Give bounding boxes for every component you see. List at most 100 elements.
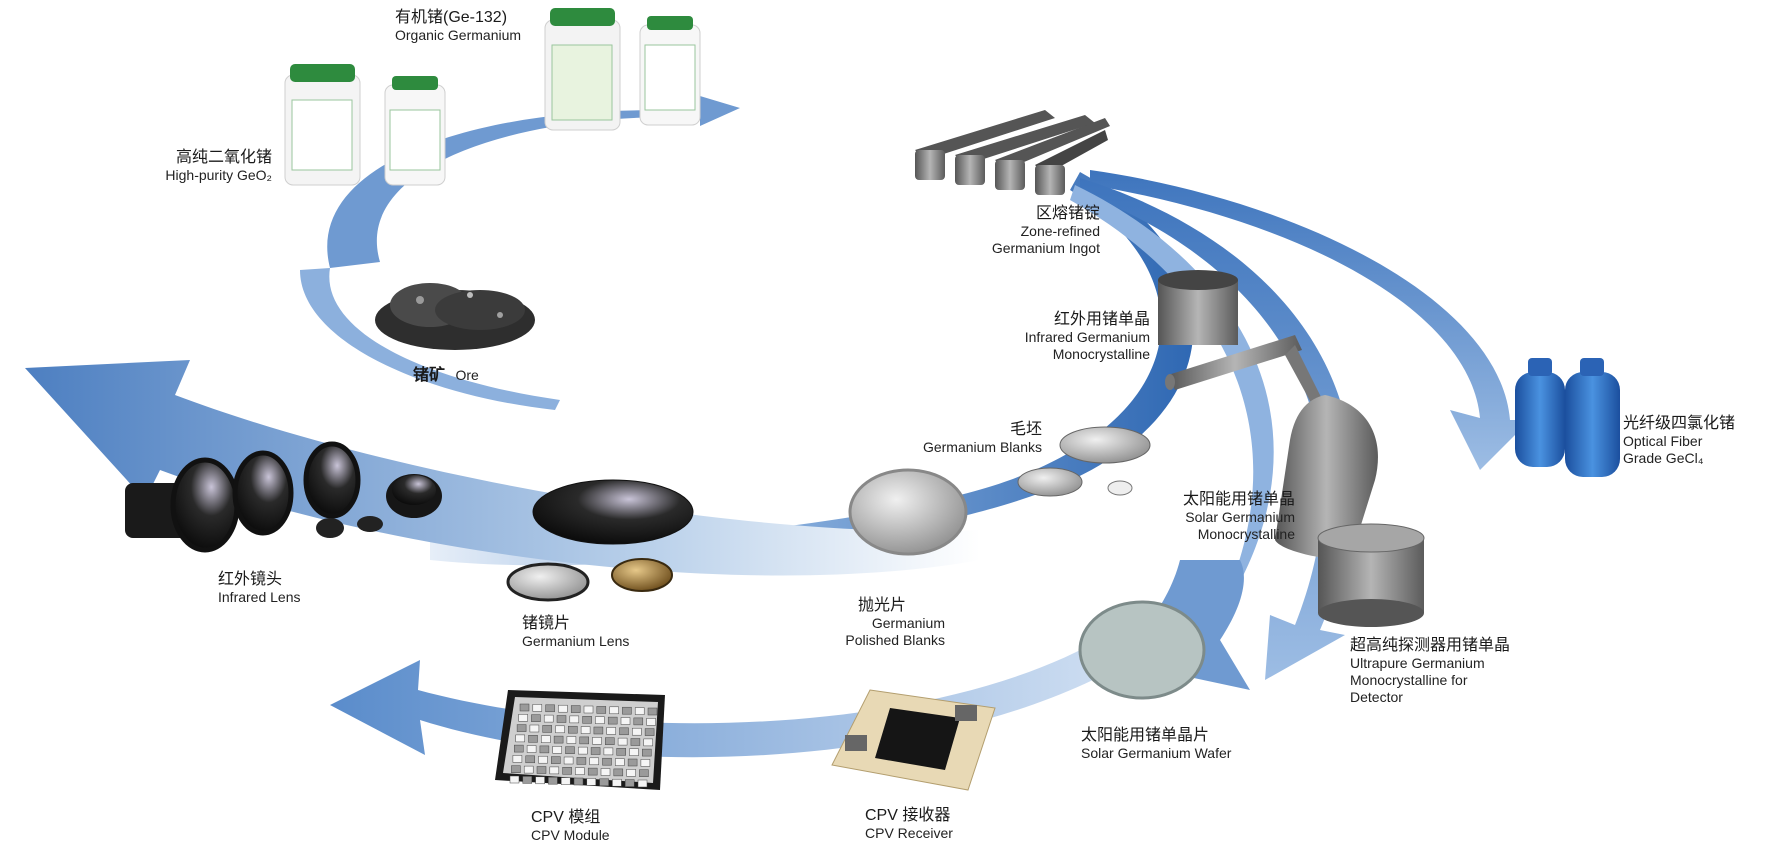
cpv-cell — [586, 778, 597, 786]
gecl4-cylinders — [1515, 358, 1620, 477]
cpv-cell — [553, 735, 564, 744]
fan-arrow-gecl4 — [1090, 170, 1530, 470]
geo2-en: High-purity GeO₂ — [165, 167, 272, 184]
solar-mono-en1: Solar Germanium — [1185, 509, 1295, 526]
wafer-en: Solar Germanium Wafer — [1081, 745, 1232, 762]
cpv-receiver-label: CPV 接收器 CPV Receiver — [865, 806, 953, 842]
ge-lens-en: Germanium Lens — [522, 633, 630, 650]
cpv-cell — [617, 737, 628, 746]
cpv-cell — [580, 726, 591, 734]
cpv-cell — [592, 737, 602, 745]
ge-lens-label: 锗镜片 Germanium Lens — [522, 614, 629, 650]
cpv-cell — [568, 725, 578, 734]
cpv-cell — [639, 769, 649, 777]
blanks-en: Germanium Blanks — [922, 439, 1042, 456]
cpv-module-cells — [509, 703, 658, 788]
cpv-cell — [563, 756, 574, 765]
cpv-cell — [555, 725, 565, 734]
organic-ge-label: 有机锗(Ge-132) Organic Germanium — [395, 8, 521, 44]
blanks-zh: 毛坯 — [1009, 421, 1042, 438]
ge-lens-zh: 锗镜片 — [522, 615, 571, 632]
cpv-cell — [634, 707, 645, 715]
cpv-cell — [642, 748, 652, 757]
polished-en1: Germanium — [871, 615, 945, 632]
cpv-cell — [619, 727, 629, 736]
detector-en3: Detector — [1350, 688, 1403, 705]
polished-label: 抛光片 Germanium Polished Blanks — [800, 596, 945, 649]
cpv-cell — [582, 716, 592, 724]
gecl4-label: 光纤级四氯化锗 Optical Fiber Grade GeCl₄ — [1623, 414, 1735, 467]
arrow-to-infrared-lens — [25, 360, 980, 576]
cpv-cell — [536, 766, 547, 774]
loop-arrow-back — [300, 268, 560, 410]
cpv-cell — [622, 706, 632, 715]
cpv-cell — [637, 779, 648, 788]
cpv-cell — [613, 768, 624, 777]
cpv-cell — [542, 725, 552, 733]
ir-mono-label: 红外用锗单晶 Infrared Germanium Monocrystallin… — [990, 310, 1150, 363]
cpv-cell — [596, 706, 607, 714]
organic-ge-en: Organic Germanium — [395, 27, 522, 44]
ir-mono-en2: Monocrystalline — [1052, 345, 1150, 362]
organic-ge-bottles — [544, 8, 701, 131]
polished-blank-disc — [848, 468, 968, 556]
cpv-cell — [578, 746, 588, 755]
ore-label: 锗矿 Ore — [413, 366, 479, 385]
cpv-cell — [590, 747, 601, 755]
cpv-cell — [560, 777, 571, 785]
cpv-cell — [538, 755, 548, 764]
cpv-cell — [595, 716, 605, 724]
cpv-cell — [632, 727, 642, 736]
ingot-bars — [915, 110, 1110, 195]
cpv-module-zh: CPV 模组 — [531, 809, 601, 826]
cpv-cell — [529, 724, 540, 733]
gecl4-zh: 光纤级四氯化锗 — [1623, 415, 1736, 432]
detector-crystal — [1317, 523, 1425, 627]
cpv-cell — [616, 748, 626, 756]
solar-mono-zh: 太阳能用锗单晶 — [1182, 491, 1295, 508]
cpv-cell — [593, 726, 604, 735]
ingot-en2: Germanium Ingot — [991, 239, 1100, 256]
cpv-cell — [541, 735, 551, 743]
cpv-cell — [518, 714, 528, 722]
cpv-cell — [612, 778, 622, 787]
cpv-cell — [576, 757, 587, 765]
cpv-cell — [599, 778, 609, 787]
cpv-cell — [626, 769, 636, 777]
cpv-cell — [545, 704, 555, 713]
cpv-cell — [573, 777, 584, 786]
cpv-cell — [630, 738, 641, 746]
cpv-cell — [512, 755, 523, 763]
cpv-cell — [606, 727, 616, 735]
detector-en2: Monocrystalline for — [1350, 671, 1468, 688]
detector-en1: Ultrapure Germanium — [1350, 655, 1485, 672]
ingot-zh: 区熔锗锭 — [1035, 205, 1100, 222]
infrared-camera-lenses — [125, 441, 442, 553]
cpv-module-label: CPV 模组 CPV Module — [531, 808, 610, 844]
ir-lens-label: 红外镜头 Infrared Lens — [218, 570, 301, 606]
solar-crystal-cone — [1275, 345, 1378, 560]
cpv-cell — [509, 775, 520, 784]
cpv-cell — [562, 767, 572, 775]
cpv-cell — [607, 716, 618, 725]
cpv-cell — [589, 757, 599, 766]
gecl4-en2: Grade GeCl₄ — [1623, 449, 1704, 466]
cpv-cell — [556, 715, 567, 723]
blanks-label: 毛坯 Germanium Blanks — [880, 420, 1042, 456]
cpv-cell — [535, 776, 545, 785]
cpv-cell — [551, 756, 561, 764]
cpv-cell — [516, 724, 527, 732]
cpv-cell — [603, 747, 614, 756]
cpv-cell — [624, 779, 635, 787]
cpv-cell — [605, 737, 615, 745]
gecl4-en1: Optical Fiber — [1623, 433, 1703, 450]
cpv-cell — [548, 776, 558, 785]
cpv-cell — [552, 746, 562, 754]
polished-zh: 抛光片 — [858, 597, 907, 614]
cpv-cell — [570, 705, 581, 713]
cpv-cell — [583, 705, 594, 714]
cpv-cell — [643, 738, 653, 747]
cpv-module-en: CPV Module — [531, 827, 610, 844]
solar-wafer-disc — [1078, 600, 1206, 700]
